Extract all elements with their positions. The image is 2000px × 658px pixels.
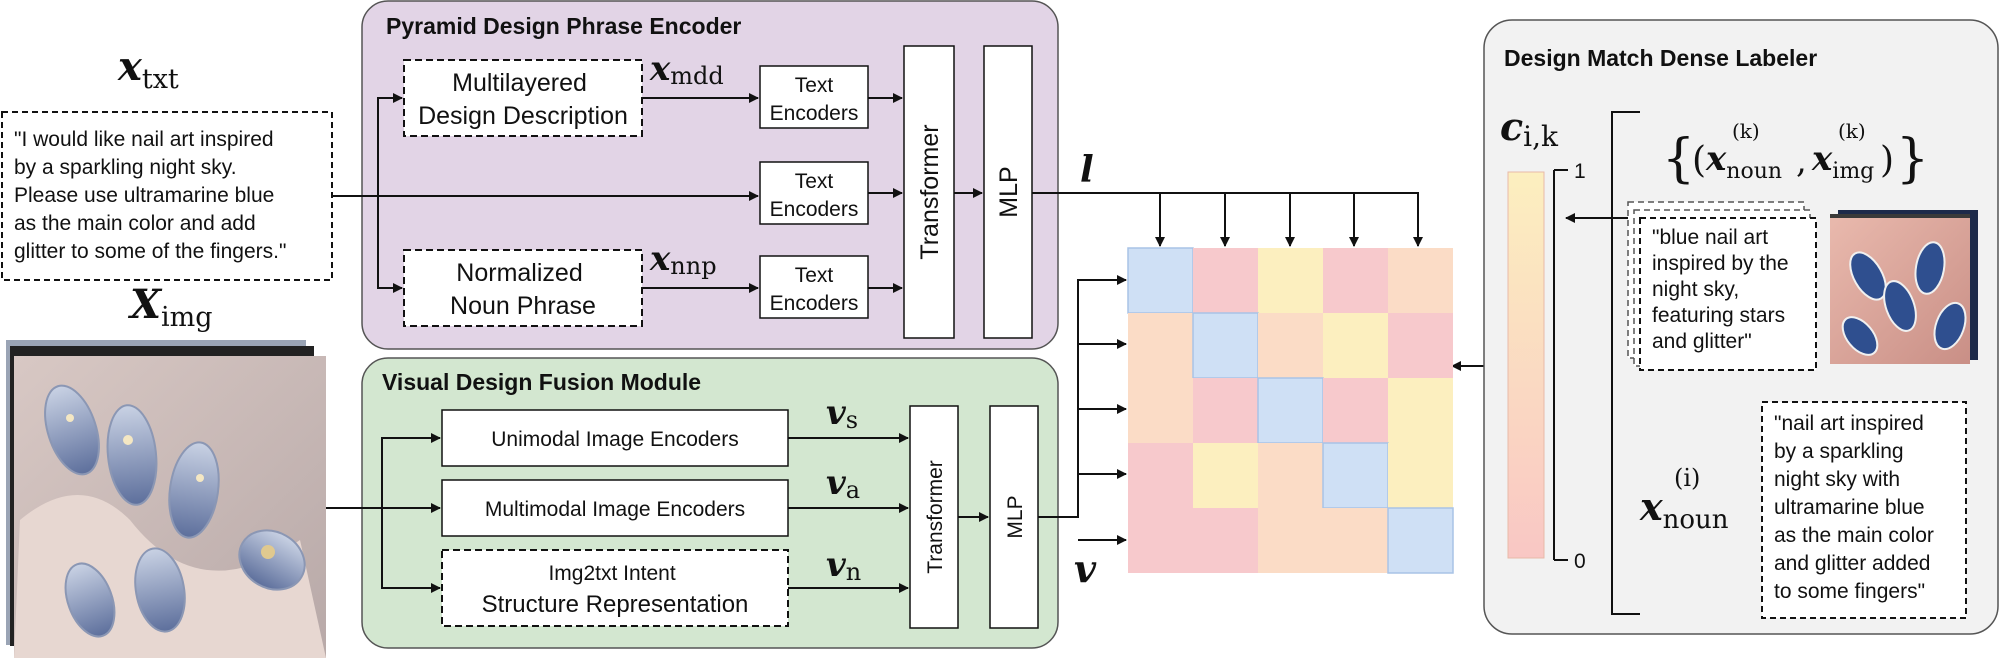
nnp-box xyxy=(403,249,643,327)
svg-text:(k): (k) xyxy=(1838,119,1866,143)
similarity-matrix xyxy=(1127,247,1454,574)
v-output-symbol: v xyxy=(1074,546,1097,591)
x-noun-i-symbol: xnoun xyxy=(1639,484,1729,535)
dense-labeler-panel: Design Match Dense Labeler ci,k 1 0 { ( … xyxy=(1483,19,1999,635)
target-noun-text: "nail art inspired by a sparkling night … xyxy=(1774,412,1940,603)
svg-text:ximg: ximg xyxy=(1811,139,1874,184)
svg-text:,: , xyxy=(1796,141,1807,181)
x-mdd-symbol: xmdd xyxy=(649,49,724,90)
intent-label: Img2txt Intent Structure Representation xyxy=(482,562,749,618)
connector-arrows xyxy=(326,93,1508,593)
matrix-cell-0-0 xyxy=(1127,247,1194,314)
example-image-stack xyxy=(1830,210,1978,364)
pyramid-transformer-label: Transformer xyxy=(916,124,944,259)
visual-mlp-label: MLP xyxy=(1004,495,1027,538)
matrix-cell-1-4 xyxy=(1388,313,1453,378)
v-a-symbol: va xyxy=(826,463,860,504)
matrix-cell-0-4 xyxy=(1388,248,1453,313)
matrix-cell-2-1 xyxy=(1193,378,1258,443)
pyramid-encoder-panel: Pyramid Design Phrase Encoder Multilayer… xyxy=(361,0,1059,350)
x-img-symbol: Ximg xyxy=(127,281,213,333)
v-n-symbol: vn xyxy=(826,545,861,586)
x-noun-i-sup: (i) xyxy=(1674,464,1700,492)
matrix-cell-1-0 xyxy=(1128,313,1193,378)
nail-photo xyxy=(14,356,326,658)
matrix-cell-0-1 xyxy=(1193,248,1258,313)
text-input-group: xtxt "I would like nail art inspired by … xyxy=(1,43,333,281)
matrix-cell-1-1 xyxy=(1192,312,1259,379)
matrix-cell-3-4 xyxy=(1388,443,1453,508)
unimodal-label: Unimodal Image Encoders xyxy=(491,428,738,451)
multimodal-box xyxy=(441,479,789,537)
unimodal-box xyxy=(441,409,789,467)
scale-max-label: 1 xyxy=(1574,160,1586,183)
nnp-label: Normalized Noun Phrase xyxy=(450,259,596,320)
pair-set-expression: { ( xnoun (k) , ximg (k) ) } xyxy=(1662,119,1929,189)
matrix-cell-4-1 xyxy=(1193,508,1258,573)
pyramid-mlp-box xyxy=(983,45,1033,339)
visual-title: Visual Design Fusion Module xyxy=(382,369,701,395)
svg-text:}: } xyxy=(1896,129,1929,189)
x-nnp-symbol: xnnp xyxy=(649,239,717,280)
matrix-cell-1-3 xyxy=(1323,313,1388,378)
example-noun-card xyxy=(1639,217,1817,371)
matrix-cell-4-3 xyxy=(1323,508,1388,573)
c-ik-symbol: ci,k xyxy=(1500,104,1559,153)
l-output-symbol: l xyxy=(1080,149,1094,191)
svg-text:(k): (k) xyxy=(1732,119,1760,143)
example-noun-text: "blue nail art inspired by the night sky… xyxy=(1652,226,1794,353)
visual-transformer-box xyxy=(909,405,959,629)
svg-text:xnoun: xnoun xyxy=(1705,139,1782,184)
label-scale-bar xyxy=(1507,171,1545,559)
matrix-cell-4-0 xyxy=(1128,508,1193,573)
pyramid-mlp-label: MLP xyxy=(995,166,1023,217)
intent-box xyxy=(441,549,789,627)
matrix-cell-1-2 xyxy=(1258,313,1323,378)
labeler-title: Design Match Dense Labeler xyxy=(1504,45,1817,71)
pyramid-transformer-box xyxy=(903,45,955,339)
matrix-cell-2-2 xyxy=(1257,377,1324,444)
matrix-cell-3-1 xyxy=(1193,443,1258,508)
svg-text:{: { xyxy=(1662,129,1695,189)
visual-mlp-box xyxy=(989,405,1039,629)
matrix-cell-0-3 xyxy=(1323,248,1388,313)
matrix-cell-2-3 xyxy=(1323,378,1388,443)
labeler-bracket xyxy=(1611,111,1640,615)
matrix-cell-3-3 xyxy=(1322,442,1389,509)
svg-text:(: ( xyxy=(1692,140,1706,181)
mdd-label: Multilayered Design Description xyxy=(418,69,628,130)
prompt-box xyxy=(1,111,333,281)
pyramid-title: Pyramid Design Phrase Encoder xyxy=(386,13,741,39)
x-txt-symbol: xtxt xyxy=(117,43,179,95)
multimodal-label: Multimodal Image Encoders xyxy=(485,498,745,521)
visual-transformer-label: Transformer xyxy=(924,460,947,574)
target-noun-card xyxy=(1761,401,1967,619)
image-input-group: Ximg xyxy=(6,281,326,658)
matrix-cell-2-4 xyxy=(1388,378,1453,443)
matrix-cell-3-0 xyxy=(1128,443,1193,508)
matrix-cell-4-4 xyxy=(1387,507,1454,574)
matrix-cell-2-0 xyxy=(1128,378,1193,443)
matrix-cell-3-2 xyxy=(1258,443,1323,508)
v-s-symbol: vs xyxy=(826,393,858,434)
prompt-text: "I would like nail art inspired by a spa… xyxy=(14,128,286,263)
matrix-cell-0-2 xyxy=(1258,248,1323,313)
visual-fusion-panel: Visual Design Fusion Module Unimodal Ima… xyxy=(361,357,1059,649)
matrix-cell-4-2 xyxy=(1258,508,1323,573)
svg-text:): ) xyxy=(1880,140,1894,181)
scale-min-label: 0 xyxy=(1574,550,1586,573)
